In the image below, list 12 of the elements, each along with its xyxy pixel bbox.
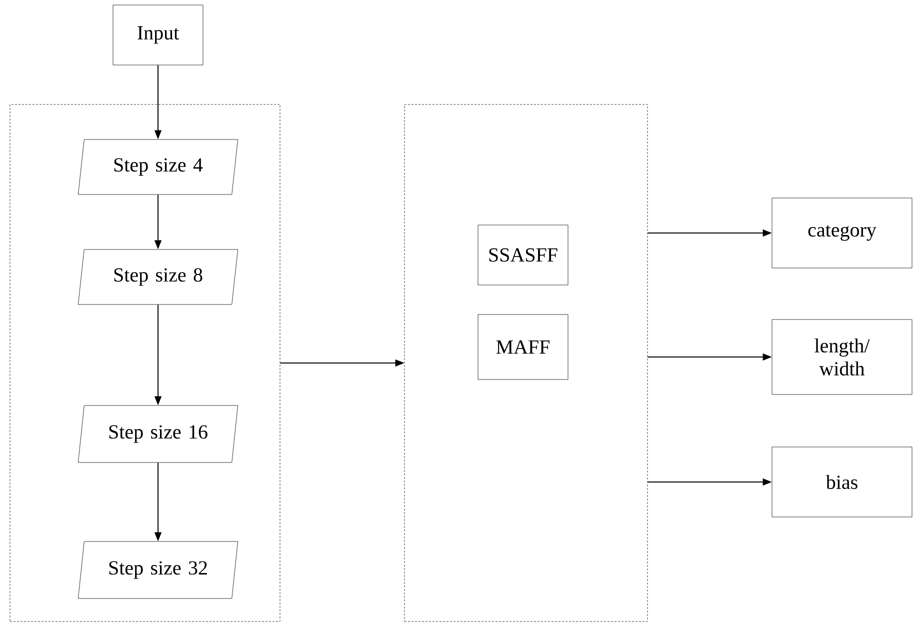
output-box: bias <box>772 446 912 518</box>
step-parallelogram: Step size 8 <box>78 249 238 305</box>
module-box: SSASFF <box>478 224 568 286</box>
step-parallelogram: Step size 32 <box>78 541 238 599</box>
module-box: MAFF <box>478 314 568 380</box>
output-box: category <box>772 198 912 268</box>
dashed-container <box>10 104 280 622</box>
output-box: length/ width <box>772 319 912 395</box>
step-parallelogram: Step size 4 <box>78 139 238 195</box>
step-parallelogram: Step size 16 <box>78 405 238 463</box>
dashed-container <box>404 104 648 622</box>
input-box: Input <box>112 4 204 66</box>
